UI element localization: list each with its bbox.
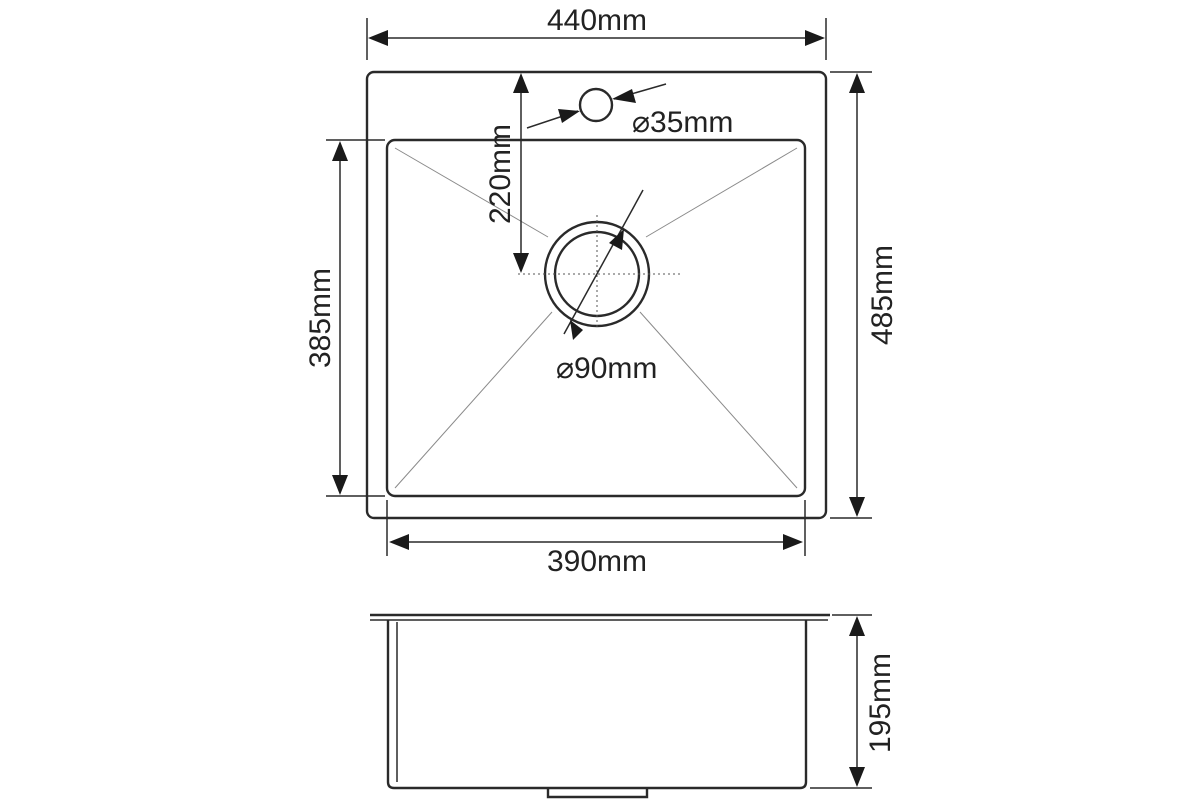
- dimension-total-length: 485mm: [830, 71, 899, 519]
- dimension-bowl-length: 385mm: [304, 139, 385, 497]
- drain: [518, 215, 680, 330]
- dimension-depth: 195mm: [810, 614, 897, 789]
- label-drain-diameter: ⌀90mm: [556, 352, 657, 385]
- label-total-length: 485mm: [866, 245, 899, 345]
- label-depth: 195mm: [864, 653, 897, 753]
- faucet-hole: [578, 87, 614, 123]
- inner-bowl: [385, 138, 807, 498]
- dimension-faucet-distance: 220mm: [484, 73, 529, 273]
- top-view: 440mm 485mm 385mm 390mm: [304, 4, 899, 578]
- bowl-slope-lines: [394, 147, 798, 489]
- side-bowl-body: [386, 620, 808, 790]
- label-faucet-hole-diameter: ⌀35mm: [632, 106, 733, 139]
- dimension-faucet-hole-diameter: ⌀35mm: [526, 83, 733, 139]
- label-bowl-width: 390mm: [547, 545, 647, 578]
- dimension-bowl-width: 390mm: [386, 500, 806, 578]
- side-view: 195mm: [370, 613, 897, 799]
- label-faucet-distance: 220mm: [484, 124, 517, 224]
- dimension-top-width: 440mm: [366, 4, 827, 60]
- side-drain-outlet: [546, 788, 649, 799]
- label-bowl-length: 385mm: [304, 268, 337, 368]
- label-top-width: 440mm: [547, 4, 647, 37]
- dimension-drain-diameter: ⌀90mm: [556, 189, 657, 385]
- outer-rim: [365, 70, 828, 520]
